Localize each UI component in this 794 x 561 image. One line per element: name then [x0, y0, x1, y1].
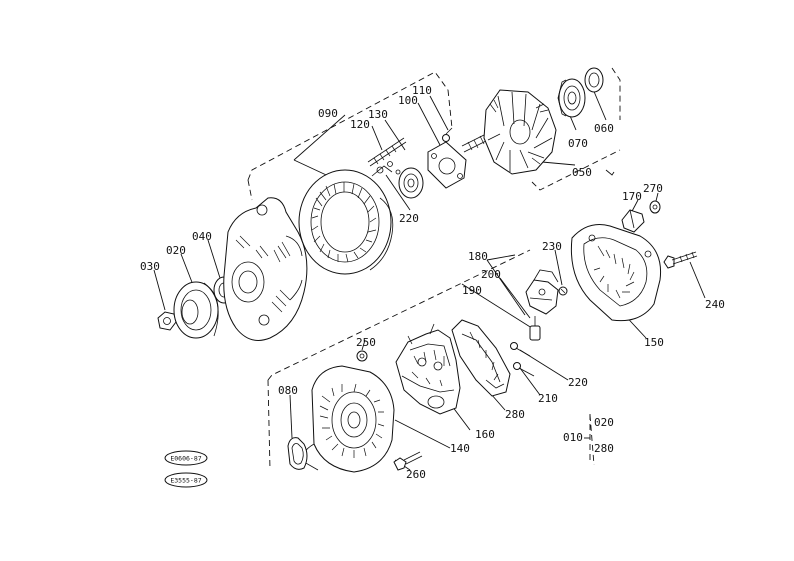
label-280: 280: [505, 408, 525, 421]
label-270: 270: [643, 182, 663, 195]
screw-210: [513, 362, 535, 377]
label-060: 060: [594, 122, 614, 135]
front-housing: [223, 197, 308, 341]
label-020: 020: [166, 244, 186, 257]
assembly-outline-bottom: [267, 169, 615, 471]
label-070: 070: [568, 137, 588, 150]
part-labels: 030 020 040 090 120 130 100 110 220 070 …: [140, 84, 725, 481]
label-200: 200: [481, 268, 501, 281]
nut-030: [157, 311, 177, 331]
brush-holder-180: [525, 269, 559, 315]
label-220-bottom: 220: [568, 376, 588, 389]
bearing-070: [557, 78, 586, 118]
label-100: 100: [398, 94, 418, 107]
terminal-stud-120: [367, 137, 407, 175]
screw-220-bottom: [510, 342, 531, 357]
screw-250: [356, 350, 368, 362]
label-220-top: 220: [399, 212, 419, 225]
ref-oval-top: E0606-87: [170, 455, 201, 463]
label-120: 120: [350, 118, 370, 131]
label-030: 030: [140, 260, 160, 273]
pulley-020: [173, 281, 219, 339]
seal-080: [287, 437, 308, 470]
label-110: 110: [412, 84, 432, 97]
label-160: 160: [475, 428, 495, 441]
bearing-220-top: [398, 167, 424, 199]
reference-ovals: E0606-87 E3555-87: [164, 450, 208, 488]
rotor-050: [461, 89, 557, 175]
label-090: 090: [318, 107, 338, 120]
ref-oval-bottom: E3555-87: [170, 477, 201, 485]
bolt-260: [393, 451, 423, 471]
bolt-240: [663, 251, 698, 269]
screw-230: [558, 286, 568, 296]
label-180: 180: [468, 250, 488, 263]
label-010: 010: [563, 431, 583, 444]
capacitor-170: [621, 209, 645, 233]
stator-090: [298, 165, 394, 275]
label-150: 150: [644, 336, 664, 349]
label-210: 210: [538, 392, 558, 405]
regulator-280: [451, 319, 511, 397]
label-170: 170: [622, 190, 642, 203]
label-280-key: 280: [594, 442, 614, 455]
label-140: 140: [450, 442, 470, 455]
washer-270: [649, 200, 661, 214]
label-080: 080: [278, 384, 298, 397]
brush-190: [529, 316, 541, 341]
label-040: 040: [192, 230, 212, 243]
rear-housing-140: [302, 365, 395, 473]
cap-060: [584, 67, 604, 93]
label-130: 130: [368, 108, 388, 121]
label-240: 240: [705, 298, 725, 311]
label-250: 250: [356, 336, 376, 349]
rear-cover-150: [570, 224, 662, 322]
rectifier-160: [395, 323, 461, 415]
label-050: 050: [572, 166, 592, 179]
label-190: 190: [462, 284, 482, 297]
assembly-outline-top: [247, 67, 621, 201]
label-230: 230: [542, 240, 562, 253]
label-260: 260: [406, 468, 426, 481]
retainer-plate-100: [427, 127, 467, 189]
label-020-key: 020: [594, 416, 614, 429]
assembly-key: 010 020 280: [563, 414, 614, 462]
